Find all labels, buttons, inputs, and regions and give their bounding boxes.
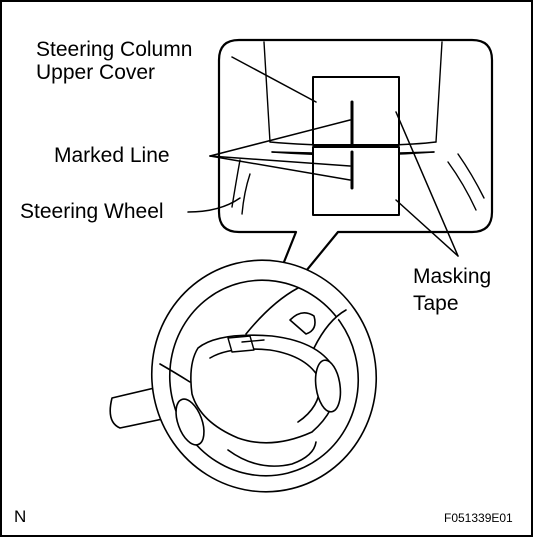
corner-mark: N [14, 507, 27, 526]
label-steering-column-upper-cover-line2: Upper Cover [35, 61, 157, 84]
label-masking-tape-line2: Tape [412, 292, 460, 315]
leader-lines [187, 56, 459, 257]
label-steering-wheel: Steering Wheel [19, 200, 165, 223]
figure-id: F051339E01 [444, 511, 513, 525]
masking-tape-upper [312, 76, 400, 146]
steering-wheel-overview [109, 259, 378, 493]
label-steering-column-upper-cover-line1: Steering Column [35, 38, 194, 61]
steering-wheel-outline [231, 153, 485, 215]
masking-tape-lower [312, 146, 400, 216]
label-masking-tape-line1: Masking [412, 265, 493, 288]
label-marked-line: Marked Line [53, 144, 171, 167]
